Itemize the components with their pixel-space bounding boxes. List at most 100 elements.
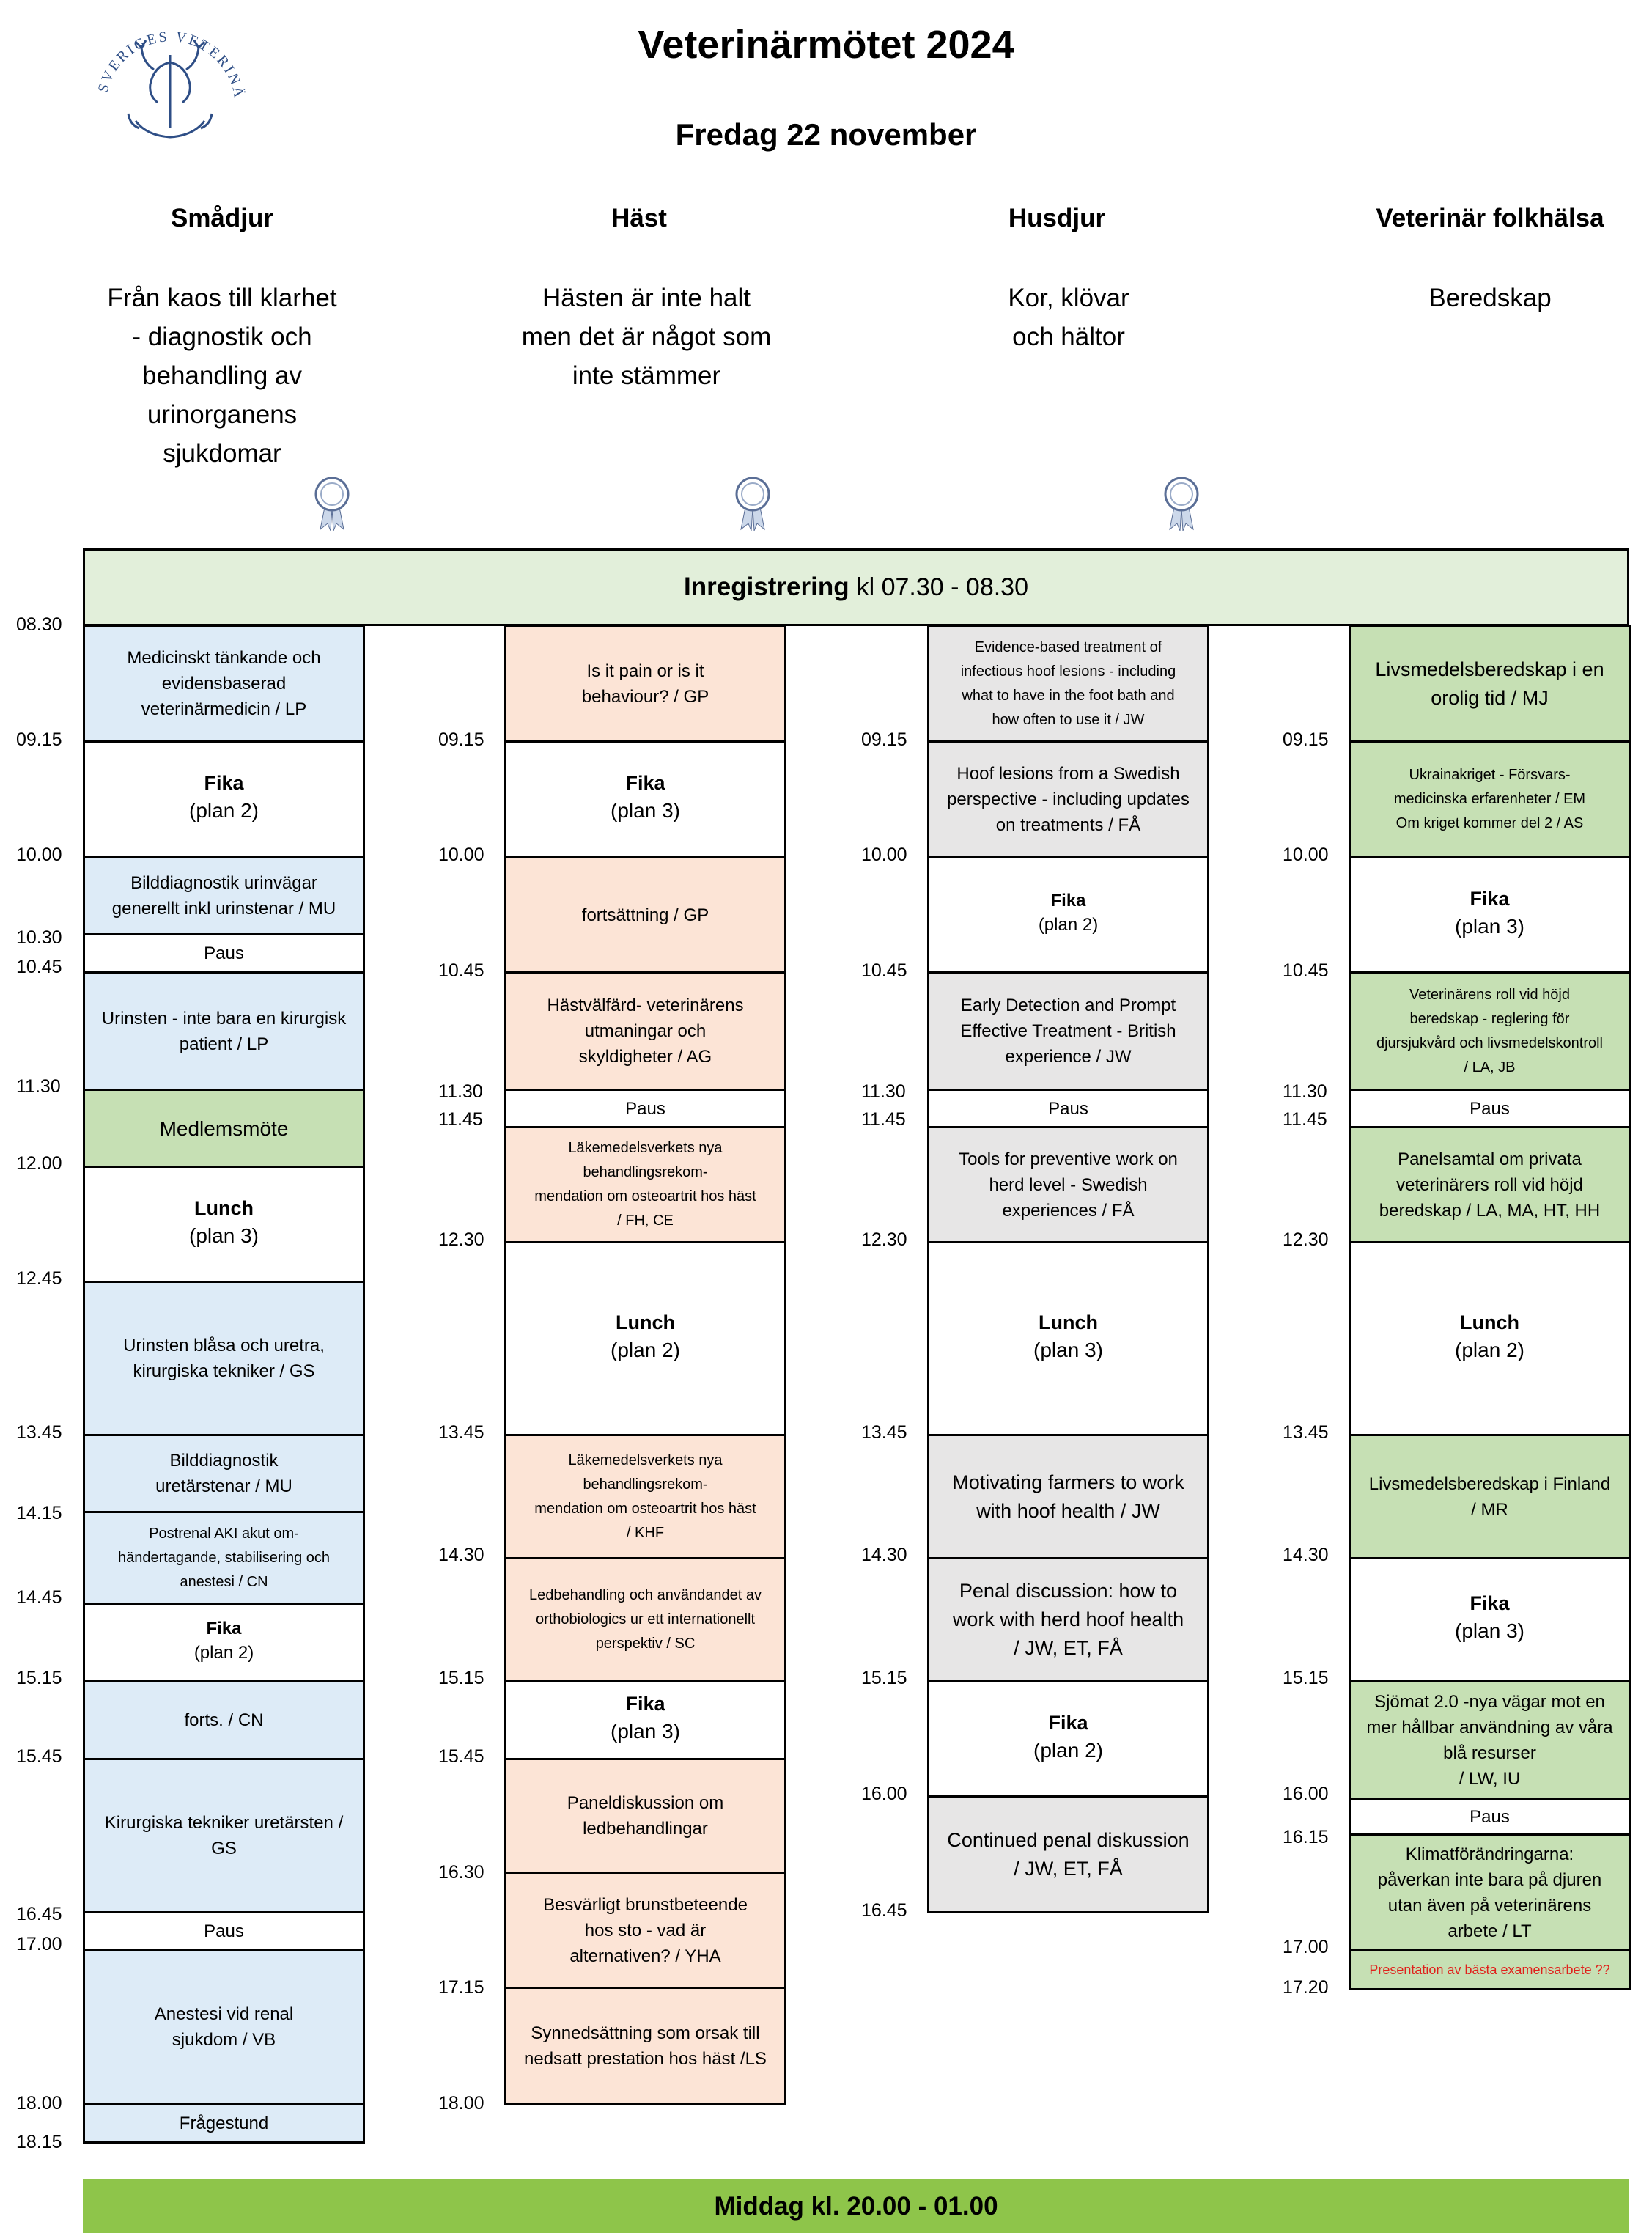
time-label: 16.00 bbox=[861, 1784, 907, 1804]
break-block: Lunch(plan 2) bbox=[504, 1241, 786, 1436]
track-theme-smadjur: Från kaos till klarhet - diagnostik och … bbox=[107, 284, 337, 468]
time-label: 09.15 bbox=[16, 729, 62, 750]
time-label: 18.15 bbox=[16, 2132, 62, 2152]
session-block: Kirurgiska tekniker uretärsten / GS bbox=[83, 1758, 365, 1913]
session-block: fortsättning / GP bbox=[504, 856, 786, 974]
track-theme-hast: Hästen är inte halt men det är något som… bbox=[521, 284, 772, 390]
time-label: 13.45 bbox=[861, 1422, 907, 1443]
session-block: Livsmedelsberedskap i Finland / MR bbox=[1349, 1434, 1631, 1559]
track-name-folkhalsa: Veterinär folkhälsa bbox=[1376, 204, 1604, 232]
time-label: 17.00 bbox=[1283, 1937, 1329, 1957]
time-label: 14.30 bbox=[438, 1545, 484, 1565]
session-block: Bilddiagnostik urinvägar generellt inkl … bbox=[83, 856, 365, 935]
time-label: 17.15 bbox=[438, 1977, 484, 1998]
session-block: Ledbehandling och användandet av orthobi… bbox=[504, 1557, 786, 1682]
time-label: 15.15 bbox=[16, 1668, 62, 1688]
time-label: 15.15 bbox=[438, 1668, 484, 1688]
time-label: 09.15 bbox=[1283, 729, 1329, 750]
time-label: 18.00 bbox=[16, 2093, 62, 2114]
registration-banner: Inregistrering kl 07.30 - 08.30 bbox=[83, 548, 1629, 626]
time-label: 08.30 bbox=[16, 614, 62, 635]
time-label: 12.45 bbox=[16, 1268, 62, 1289]
session-block: Early Detection and Prompt Effective Tre… bbox=[927, 971, 1209, 1091]
time-label: 15.45 bbox=[438, 1746, 484, 1767]
session-block: Hoof lesions from a Swedish perspective … bbox=[927, 740, 1209, 858]
track-theme-husdjur: Kor, klövar och hältor bbox=[1008, 284, 1129, 351]
session-block: Postrenal AKI akut om- händertagande, st… bbox=[83, 1511, 365, 1605]
time-label: 16.30 bbox=[438, 1862, 484, 1883]
session-block: Bilddiagnostik uretärstenar / MU bbox=[83, 1434, 365, 1513]
time-label: 15.45 bbox=[16, 1746, 62, 1767]
time-label: 14.30 bbox=[1283, 1545, 1329, 1565]
time-label: 14.30 bbox=[861, 1545, 907, 1565]
session-block: Hästvälfärd- veterinärens utmaningar och… bbox=[504, 971, 786, 1091]
track-name-smadjur: Smådjur bbox=[170, 204, 274, 232]
medal-icon bbox=[735, 477, 770, 531]
session-block: Continued penal diskussion / JW, ET, FÅ bbox=[927, 1795, 1209, 1913]
break-block: Fika(plan 2) bbox=[927, 1680, 1209, 1798]
break-block: Paus bbox=[927, 1089, 1209, 1128]
session-block: Läkemedelsverkets nya behandlingsrekom- … bbox=[504, 1126, 786, 1243]
time-label: 11.45 bbox=[1283, 1109, 1327, 1130]
track-theme-folkhalsa: Beredskap bbox=[1428, 284, 1552, 312]
session-block: Medlemsmöte bbox=[83, 1089, 365, 1168]
time-label: 12.00 bbox=[16, 1153, 62, 1174]
session-block: Paneldiskussion om ledbehandlingar bbox=[504, 1758, 786, 1874]
time-label: 14.45 bbox=[16, 1587, 62, 1608]
time-label: 10.45 bbox=[438, 960, 484, 981]
registration-label: Inregistrering bbox=[684, 573, 849, 601]
time-label: 12.30 bbox=[1283, 1229, 1329, 1250]
session-block: Panelsamtal om privata veterinärers roll… bbox=[1349, 1126, 1631, 1243]
page-title: Veterinärmötet 2024 bbox=[638, 23, 1014, 67]
session-block: Läkemedelsverkets nya behandlingsrekom- … bbox=[504, 1434, 786, 1559]
time-label: 10.00 bbox=[861, 845, 907, 865]
session-block: forts. / CN bbox=[83, 1680, 365, 1760]
time-label: 14.15 bbox=[16, 1503, 62, 1523]
time-label: 17.20 bbox=[1283, 1977, 1329, 1998]
break-block: Fika(plan 2) bbox=[83, 740, 365, 858]
time-label: 12.30 bbox=[438, 1229, 484, 1250]
time-label: 15.15 bbox=[1283, 1668, 1329, 1688]
time-label: 10.45 bbox=[861, 960, 907, 981]
time-label: 10.45 bbox=[1283, 960, 1329, 981]
registration-time: kl 07.30 - 08.30 bbox=[856, 573, 1028, 601]
time-label: 16.00 bbox=[1283, 1784, 1329, 1804]
break-block: Paus bbox=[1349, 1089, 1631, 1128]
time-label: 13.45 bbox=[438, 1422, 484, 1443]
time-label: 11.45 bbox=[438, 1109, 483, 1130]
session-block: Synnedsättning som orsak till nedsatt pr… bbox=[504, 1987, 786, 2105]
break-block: Lunch(plan 3) bbox=[927, 1241, 1209, 1436]
session-block: Sjömat 2.0 -nya vägar mot en mer hållbar… bbox=[1349, 1680, 1631, 1800]
session-block: Presentation av bästa examensarbete ?? bbox=[1349, 1949, 1631, 1990]
time-label: 09.15 bbox=[438, 729, 484, 750]
session-block: Evidence-based treatment of infectious h… bbox=[927, 625, 1209, 743]
session-block: Besvärligt brunstbeteende hos sto - vad … bbox=[504, 1872, 786, 1989]
time-label: 10.30 bbox=[16, 927, 62, 948]
time-label: 12.30 bbox=[861, 1229, 907, 1250]
break-block: Fika(plan 3) bbox=[504, 1680, 786, 1760]
session-block: Motivating farmers to work with hoof hea… bbox=[927, 1434, 1209, 1559]
session-block: Is it pain or is it behaviour? / GP bbox=[504, 625, 786, 743]
session-block: Frågestund bbox=[83, 2103, 365, 2144]
session-block: Ukrainakriget - Försvars- medicinska erf… bbox=[1349, 740, 1631, 858]
break-block: Fika(plan 2) bbox=[927, 856, 1209, 974]
logo: SVERIGES VETERINÄRFÖRBUND bbox=[78, 0, 257, 165]
time-label: 13.45 bbox=[1283, 1422, 1329, 1443]
time-label: 10.00 bbox=[16, 845, 62, 865]
session-block: Tools for preventive work on herd level … bbox=[927, 1126, 1209, 1243]
time-label: 16.15 bbox=[1283, 1827, 1329, 1847]
break-block: Fika(plan 2) bbox=[83, 1603, 365, 1682]
time-label: 10.45 bbox=[16, 957, 62, 977]
break-block: Fika(plan 3) bbox=[1349, 1557, 1631, 1682]
time-label: 09.15 bbox=[861, 729, 907, 750]
break-block: Paus bbox=[1349, 1798, 1631, 1836]
session-block: Anestesi vid renal sjukdom / VB bbox=[83, 1949, 365, 2105]
logo-emblem-icon: SVERIGES VETERINÄRFÖRBUND bbox=[78, 0, 246, 139]
time-label: 11.30 bbox=[438, 1081, 483, 1102]
medal-icon bbox=[1164, 477, 1199, 531]
time-label: 17.00 bbox=[16, 1934, 62, 1954]
page-date: Fredag 22 november bbox=[675, 117, 977, 152]
session-block: Penal discussion: how to work with herd … bbox=[927, 1557, 1209, 1682]
session-block: Livsmedelsberedskap i en orolig tid / MJ bbox=[1349, 625, 1631, 743]
break-block: Paus bbox=[504, 1089, 786, 1128]
